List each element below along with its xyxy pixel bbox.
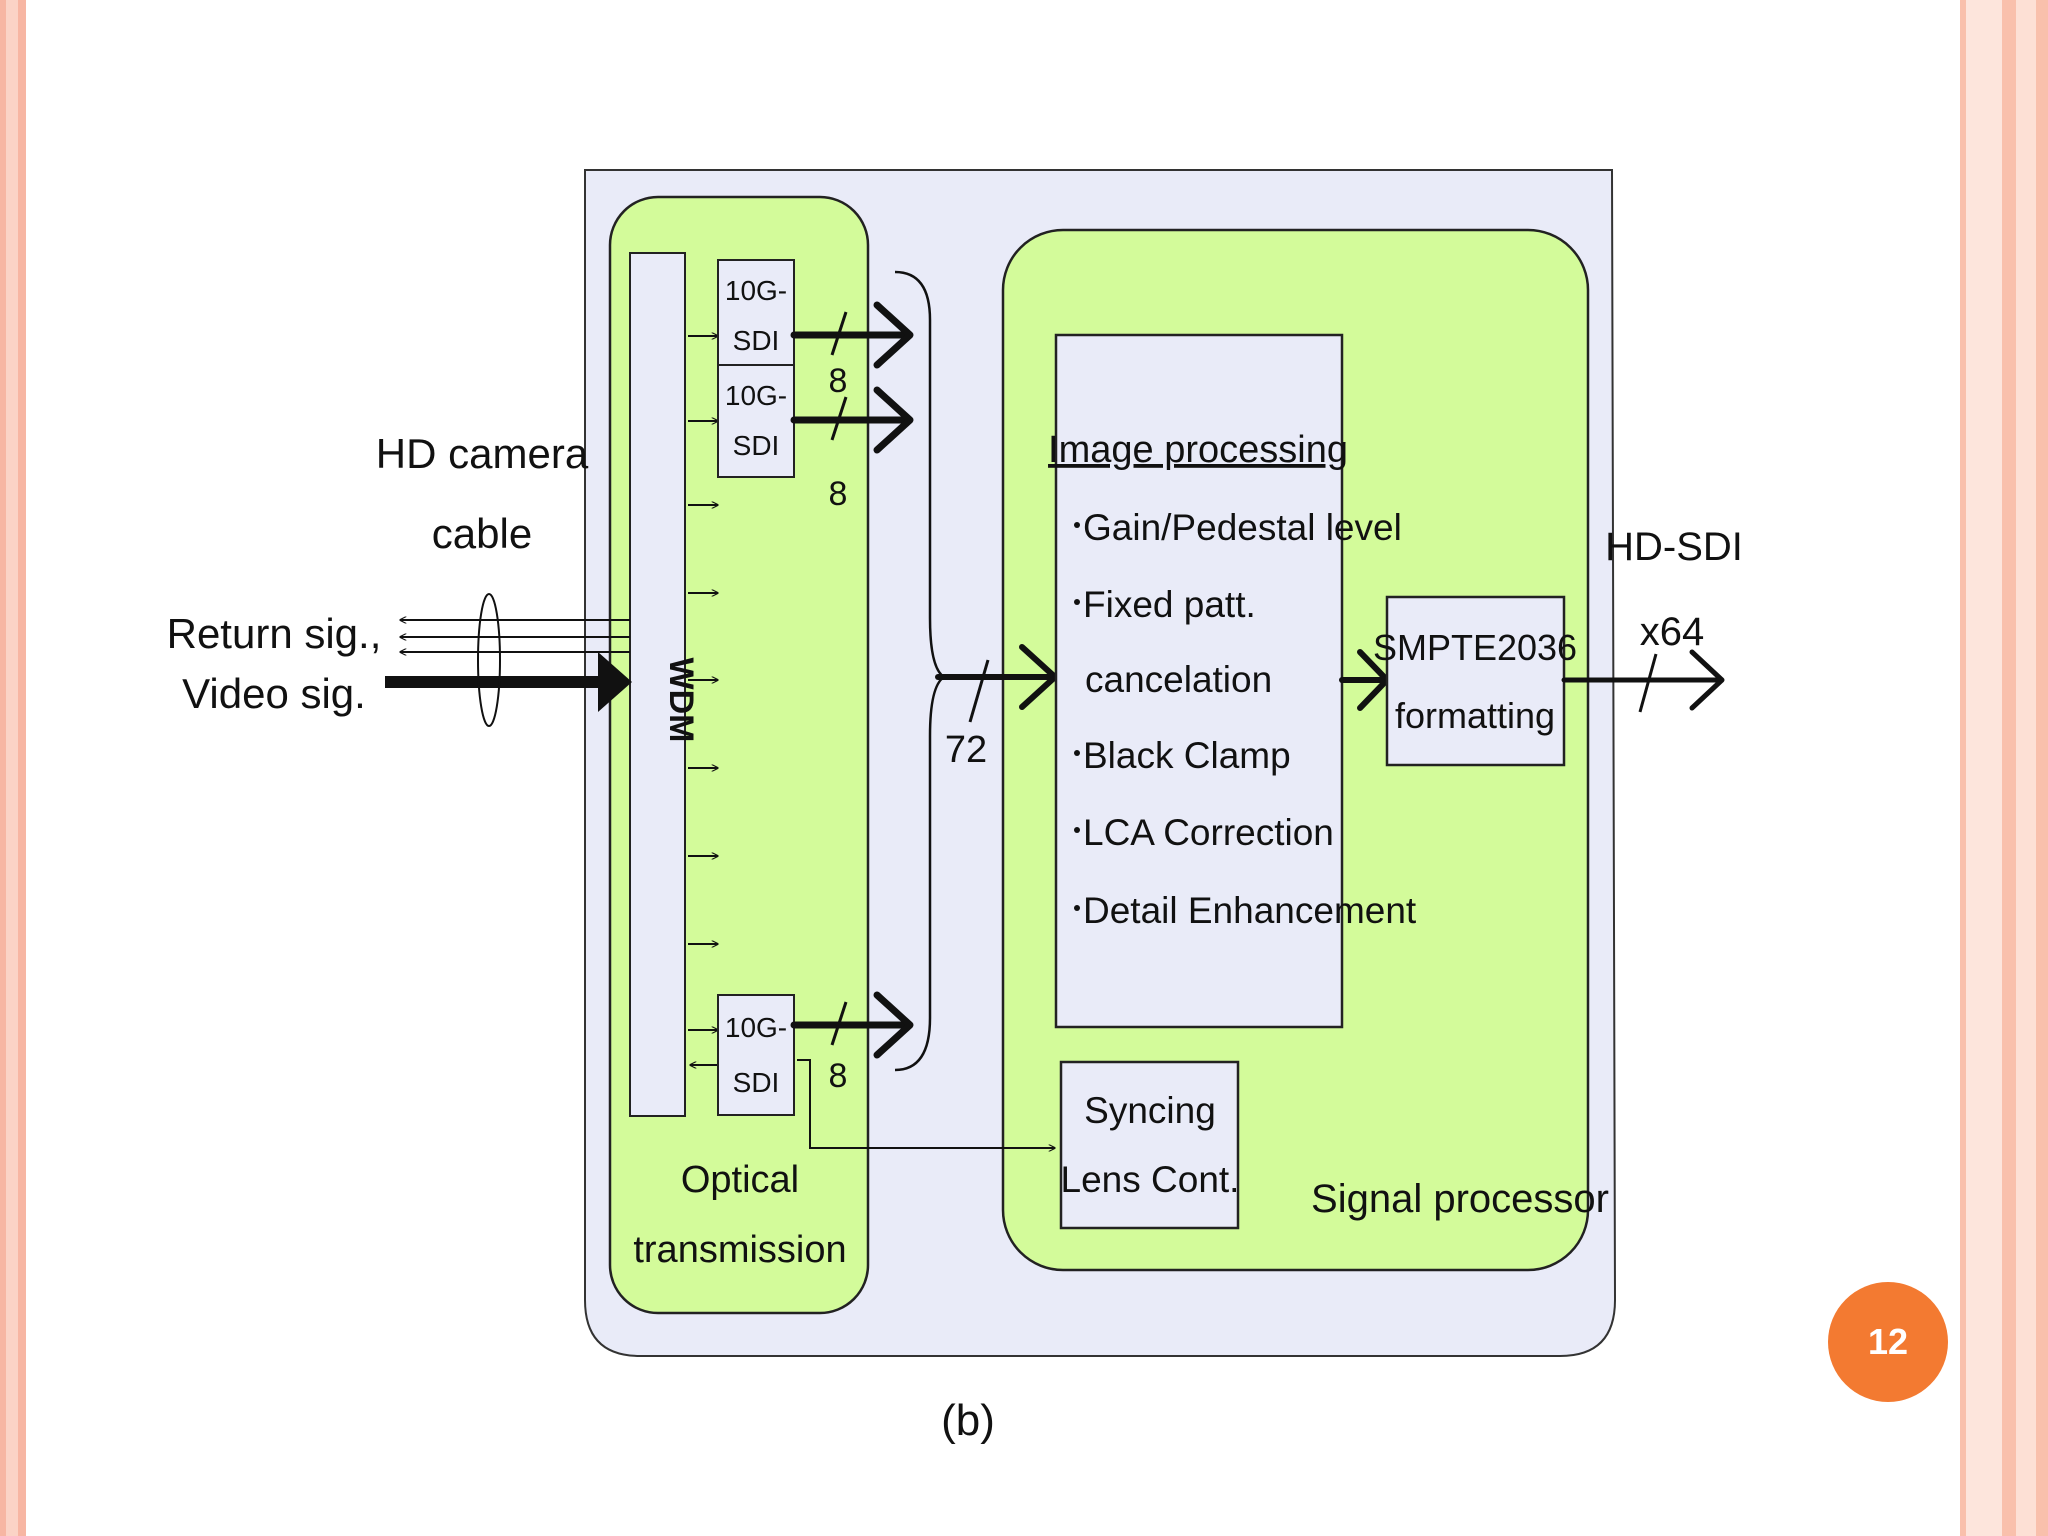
bus-slash <box>1638 653 1658 713</box>
border-stripe <box>2016 0 2036 1536</box>
svg-text:10G-: 10G- <box>725 275 787 306</box>
video-signal-arrow <box>385 652 632 712</box>
sdi-module: 10G- SDI <box>717 259 795 366</box>
border-stripe <box>1966 0 2002 1536</box>
image-processing-item: Black Clamp <box>1083 735 1291 776</box>
signal-processor-label: Signal processor <box>1311 1177 1609 1221</box>
smpte-formatting-box <box>1385 595 1566 767</box>
image-processing-item: Fixed patt. <box>1083 584 1256 625</box>
signals-label: Video sig. <box>182 670 366 717</box>
syncing-box <box>1059 1060 1240 1230</box>
image-processing-item: LCA Correction <box>1083 812 1334 853</box>
figure-caption: (b) <box>941 1396 995 1445</box>
image-processing-item: cancelation <box>1085 659 1272 700</box>
wdm-box <box>629 252 686 1117</box>
wdm-label: WDM <box>662 658 700 743</box>
syncing-label: Syncing <box>1084 1090 1216 1131</box>
bus-total-label: 72 <box>945 729 987 771</box>
image-processing-bullets <box>1074 522 1080 911</box>
image-processing-item: Gain/Pedestal level <box>1083 507 1402 548</box>
cable-bundle-icon <box>477 593 501 727</box>
page-number-badge: 12 <box>1828 1282 1948 1402</box>
smpte-label: SMPTE2036 <box>1373 627 1577 668</box>
slide-border-left <box>0 0 26 1536</box>
sdi-module: 10G- SDI <box>717 994 795 1116</box>
camera-cable-label: cable <box>432 510 532 557</box>
sdi-to-syncing-line <box>797 1059 1055 1148</box>
optical-transmission-label: transmission <box>633 1229 846 1271</box>
image-processing-item: Detail Enhancement <box>1083 890 1417 931</box>
return-signal-arrows <box>400 620 630 652</box>
svg-text:SDI: SDI <box>733 430 780 461</box>
svg-text:SDI: SDI <box>733 1067 780 1098</box>
bus-slash <box>968 659 990 723</box>
signals-label: Return sig., <box>167 610 382 657</box>
wdm-output-arrows <box>688 336 718 1065</box>
hd-sdi-output-arrow <box>1561 649 1725 711</box>
svg-text:10G-: 10G- <box>725 380 787 411</box>
bus-label: 8 <box>829 362 848 400</box>
svg-text:10G-: 10G- <box>725 1012 787 1043</box>
bus-label: 8 <box>829 1057 848 1095</box>
optical-transmission-label: Optical <box>681 1159 799 1201</box>
sdi-module: 10G- SDI <box>717 364 795 478</box>
camera-cable-label: HD camera <box>376 430 589 477</box>
hd-sdi-label: HD-SDI <box>1605 525 1743 569</box>
image-processing-box <box>1054 333 1344 1029</box>
image-processing-title: Image processing <box>1048 429 1348 471</box>
hd-sdi-count: x64 <box>1640 610 1705 654</box>
bus-label: 8 <box>829 475 848 513</box>
bus-slash <box>830 311 848 1046</box>
slide-border-right <box>1960 0 2048 1536</box>
syncing-label: Lens Cont. <box>1061 1159 1240 1200</box>
svg-text:SDI: SDI <box>733 325 780 356</box>
smpte-label: formatting <box>1395 695 1555 736</box>
sdi-output-arrows <box>790 301 914 1059</box>
